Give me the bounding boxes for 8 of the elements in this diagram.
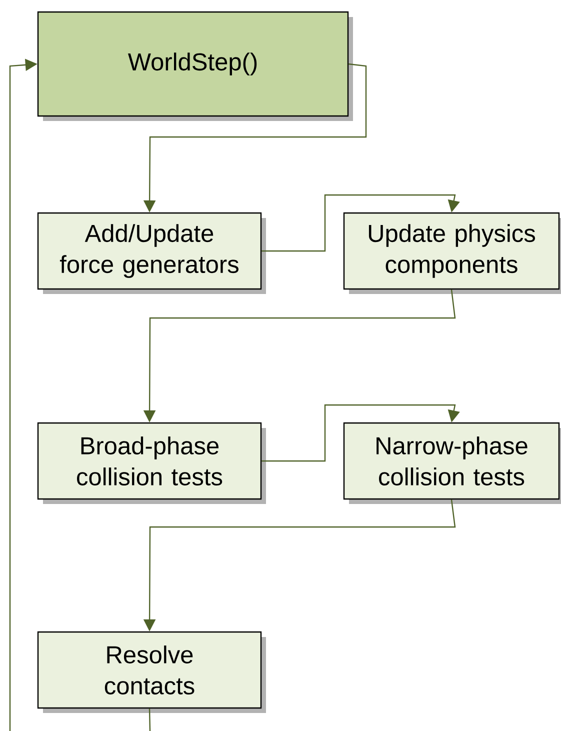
process-box: Resolve contacts [37, 631, 266, 713]
process-box: Add/Update force generators [37, 212, 266, 294]
process-box: WorldStep() [37, 11, 353, 121]
arrow [262, 404, 460, 462]
process-box: Update physics components [343, 212, 561, 294]
arrow [262, 194, 460, 252]
process-box: Narrow-phase collision tests [343, 422, 561, 504]
process-box: Broad-phase collision tests [37, 422, 266, 504]
